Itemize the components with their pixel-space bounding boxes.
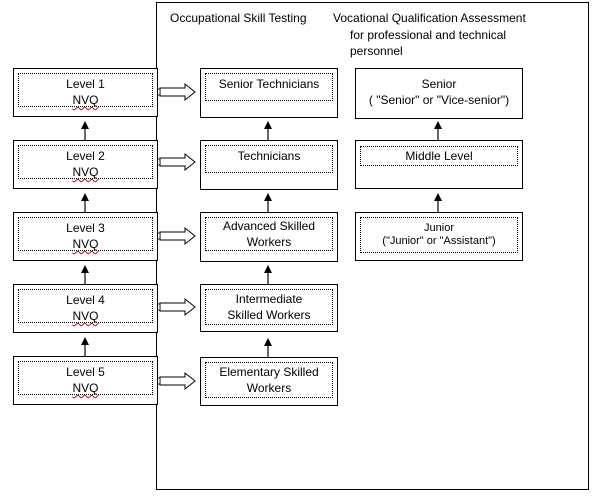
vocational-label-line2: ( "Senior" or "Vice-senior") [368,93,510,107]
vocational-senior-box: Senior ( "Senior" or "Vice-senior") [355,68,523,119]
skill-label-line1: Elementary Skilled [219,365,319,379]
nvq-suffix: NVQ [72,381,99,395]
vocational-assessment-header-line2: for professional and technical [350,28,507,42]
nvq-level-4-box: Level 4 NVQ [13,284,158,333]
vocational-junior-box: Junior("Junior" or "Assistant") [355,212,523,261]
nvq-level-label: Level 4 [66,293,105,307]
block-arrow-nvq5 [159,371,196,391]
nvq-level-2-box: Level 2 NVQ [13,140,158,189]
vocational-label-line1: Senior [421,77,457,91]
block-arrow-nvq4 [159,297,196,317]
skill-label-line1: Technicians [237,149,301,163]
skill-label-line2: Workers [246,235,292,249]
skill-label-line1: Advanced Skilled [222,219,316,233]
senior-technicians-box: Senior Technicians [200,68,338,118]
nvq-level-5-box: Level 5 NVQ [13,356,158,405]
nvq-level-1-box: Level 1 NVQ [13,68,158,117]
skill-label-line1: Intermediate [235,292,303,306]
nvq-level-label: Level 3 [66,221,105,235]
vocational-label-line2: ("Junior" or "Assistant") [382,235,496,247]
skill-label-line2: Skilled Workers [227,308,311,322]
vocational-assessment-header-line1: Vocational Qualification Assessment [333,11,526,25]
nvq-level-label: Level 1 [66,77,105,91]
block-arrow-nvq1 [159,82,196,102]
nvq-suffix: NVQ [72,309,99,323]
skill-label-line1: Senior Technicians [218,77,320,91]
technicians-box: Technicians [200,140,338,190]
vocational-label-line1: Junior [424,222,454,234]
nvq-level-label: Level 5 [66,365,105,379]
vocational-label-line1: Middle Level [405,149,473,163]
occupational-skill-testing-header: Occupational Skill Testing [170,11,307,25]
nvq-suffix: NVQ [72,237,99,251]
nvq-suffix: NVQ [72,93,99,107]
vocational-middle-level-box: Middle Level [355,140,523,189]
skill-label-line2: Workers [246,381,292,395]
vocational-assessment-header-line3: personnel [350,44,403,58]
nvq-level-label: Level 2 [66,149,105,163]
nvq-level-3-box: Level 3 NVQ [13,212,158,261]
block-arrow-nvq3 [159,226,196,246]
block-arrow-nvq2 [159,152,196,172]
nvq-suffix: NVQ [72,165,99,179]
